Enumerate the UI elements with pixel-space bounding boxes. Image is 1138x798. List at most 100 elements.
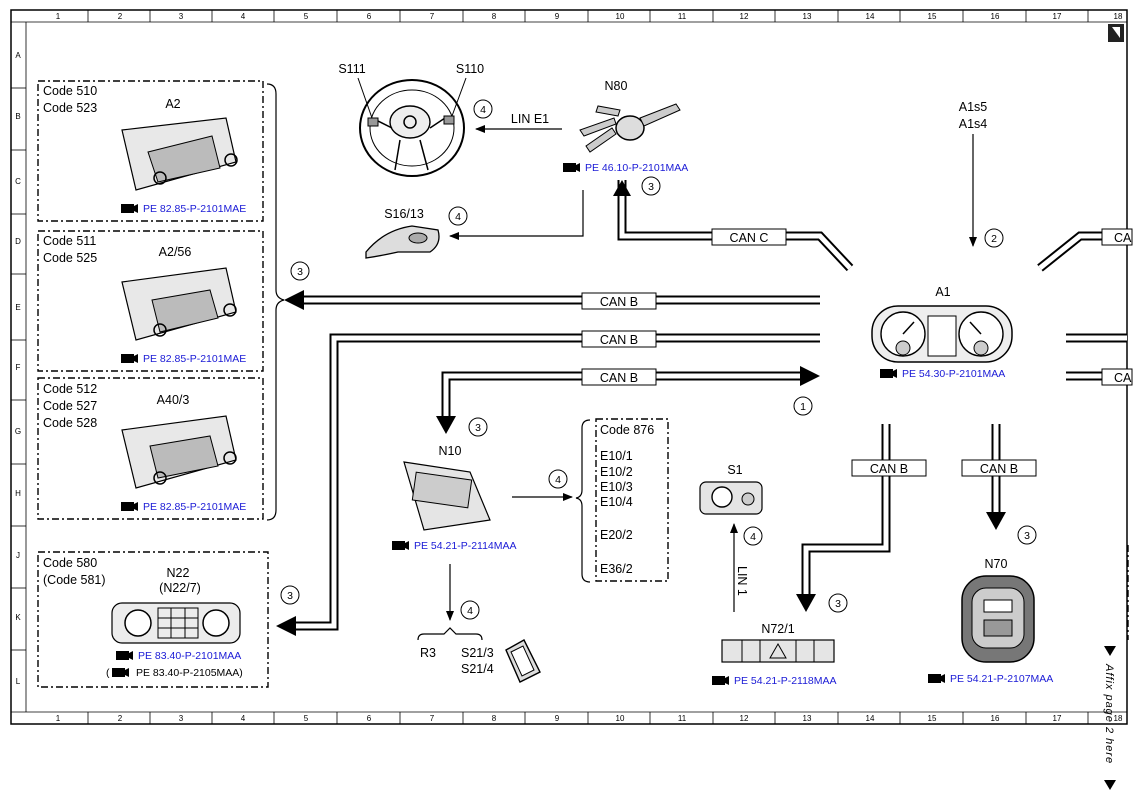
svg-text:14: 14 — [866, 12, 875, 21]
bus-can-c-right: CA — [1037, 228, 1133, 272]
group-code-580: Code 580 (Code 581) N22 (N22/7) PE 83.40… — [37, 551, 269, 688]
svg-text:Code 512: Code 512 — [43, 382, 97, 396]
svg-text:Code 527: Code 527 — [43, 399, 97, 413]
column-labels-bottom: 1 2 3 4 5 6 7 8 9 10 11 12 13 14 15 16 1… — [56, 714, 1123, 723]
page-corner-icon — [1108, 24, 1124, 42]
svg-text:CAN C: CAN C — [730, 231, 769, 245]
marker-circle — [473, 99, 493, 119]
label-r3: R3 — [420, 646, 436, 660]
n80-ref: PE 46.10-P-2101MAA — [585, 162, 688, 174]
affix-note: Affix page 2 here — [1103, 646, 1116, 790]
svg-text:PE 83.40-P-2105MAA): PE 83.40-P-2105MAA) — [136, 667, 243, 679]
svg-text:1: 1 — [56, 714, 61, 723]
svg-text:CAN B: CAN B — [600, 333, 638, 347]
selector-lever-icon — [365, 225, 440, 259]
drawing-frame — [10, 9, 1128, 725]
light-switch-icon — [699, 481, 763, 515]
svg-text:3: 3 — [475, 422, 481, 434]
svg-text:Code 525: Code 525 — [43, 251, 97, 265]
label-n72-1: N72/1 — [761, 622, 794, 636]
a1-ref: PE 54.30-P-2101MAA — [902, 368, 1005, 380]
svg-text:18: 18 — [1114, 12, 1123, 21]
bus-can-b-middle: CAN B — [276, 330, 820, 636]
svg-text:(N22/7): (N22/7) — [159, 581, 201, 595]
label-s21-3: S21/3 — [461, 646, 494, 660]
svg-text:CA: CA — [1114, 371, 1132, 385]
svg-text:10: 10 — [616, 12, 625, 21]
svg-text:7: 7 — [430, 714, 435, 723]
svg-text:7: 7 — [430, 12, 435, 21]
switch-panel-icon — [721, 639, 835, 663]
svg-text:1: 1 — [56, 12, 61, 21]
label-s111: S111 — [338, 62, 365, 76]
label-s16-13: S16/13 — [384, 207, 424, 221]
svg-text:3: 3 — [179, 714, 184, 723]
svg-text:8: 8 — [492, 714, 497, 723]
svg-text:2: 2 — [118, 12, 123, 21]
svg-text:B: B — [15, 112, 20, 121]
label-a1s5: A1s5 — [959, 100, 988, 114]
svg-text:A40/3: A40/3 — [157, 393, 190, 407]
group-code-510: Code 510 Code 523 A2 PE 82.85-P-2101MAE — [37, 80, 264, 222]
svg-text:12: 12 — [740, 714, 749, 723]
group-code-511: Code 511 Code 525 A2/56 PE 82.85-P-2101M… — [37, 230, 264, 372]
steering-wheel-icon — [359, 79, 465, 177]
svg-text:E10/3: E10/3 — [600, 480, 633, 494]
svg-text:5: 5 — [304, 12, 309, 21]
label-n80: N80 — [605, 79, 628, 93]
svg-text:E20/2: E20/2 — [600, 528, 633, 542]
n72-ref: PE 54.21-P-2118MAA — [734, 675, 837, 687]
svg-text:3: 3 — [287, 590, 293, 602]
svg-text:18: 18 — [1114, 714, 1123, 723]
label-s110: S110 — [456, 62, 484, 76]
svg-text:17: 17 — [1053, 714, 1062, 723]
svg-text:E: E — [15, 303, 20, 312]
svg-text:Code 528: Code 528 — [43, 416, 97, 430]
svg-text:5: 5 — [304, 714, 309, 723]
svg-text:6: 6 — [367, 714, 372, 723]
label-s1: S1 — [727, 463, 742, 477]
svg-text:CA: CA — [1114, 231, 1132, 245]
svg-text:4: 4 — [241, 714, 246, 723]
svg-text:F: F — [16, 363, 21, 372]
bus-can-c: CAN C — [613, 180, 854, 272]
group-code-876: Code 876 E10/1 E10/2 E10/3 E10/4 E20/2 E… — [595, 418, 669, 582]
svg-text:CAN B: CAN B — [980, 462, 1018, 476]
instrument-cluster-icon — [871, 305, 1013, 363]
svg-text:15: 15 — [928, 714, 937, 723]
svg-text:K: K — [15, 613, 21, 622]
column-labels-top: 1 2 3 4 5 6 7 8 9 10 11 12 13 14 15 16 1… — [56, 12, 1123, 21]
label-a1: A1 — [935, 285, 950, 299]
svg-text:4: 4 — [241, 12, 246, 21]
svg-text:4: 4 — [480, 104, 486, 116]
svg-text:E10/2: E10/2 — [600, 465, 633, 479]
svg-text:4: 4 — [455, 211, 461, 223]
svg-text:15: 15 — [928, 12, 937, 21]
group-brace — [266, 83, 285, 521]
svg-text:Affix page 2 here: Affix page 2 here — [1103, 663, 1115, 764]
svg-text:A: A — [15, 51, 21, 60]
label-s21-4: S21/4 — [461, 662, 494, 676]
svg-text:11: 11 — [678, 12, 687, 21]
svg-text:Code 876: Code 876 — [600, 423, 654, 437]
svg-text:CAN B: CAN B — [600, 295, 638, 309]
svg-text:9: 9 — [555, 12, 560, 21]
svg-text:1: 1 — [800, 401, 806, 413]
svg-text:PE 82.85-P-2101MAE: PE 82.85-P-2101MAE — [143, 353, 246, 365]
svg-text:4: 4 — [555, 474, 561, 486]
svg-text:8: 8 — [492, 12, 497, 21]
label-lin-e1: LIN E1 — [511, 112, 549, 126]
label-n70: N70 — [985, 557, 1008, 571]
svg-text:3: 3 — [648, 181, 654, 193]
bus-can-b-lower: CAN B — [436, 366, 820, 434]
svg-text:13: 13 — [803, 12, 812, 21]
svg-text:Code 510: Code 510 — [43, 84, 97, 98]
svg-text:PE 82.85-P-2101MAE: PE 82.85-P-2101MAE — [143, 203, 246, 215]
svg-text:Code 511: Code 511 — [43, 234, 96, 248]
svg-text:Code 523: Code 523 — [43, 101, 97, 115]
svg-text:3: 3 — [835, 598, 841, 610]
svg-text:G: G — [15, 427, 21, 436]
svg-text:CAN B: CAN B — [870, 462, 908, 476]
svg-text:H: H — [15, 489, 21, 498]
